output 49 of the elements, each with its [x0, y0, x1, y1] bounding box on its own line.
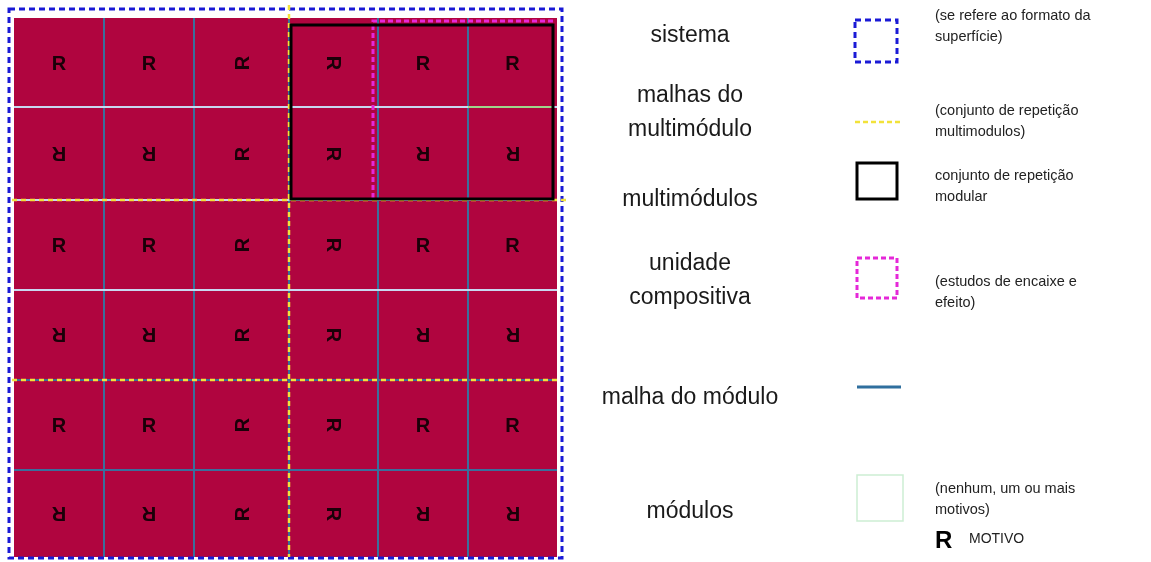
motif-letter: R [141, 51, 157, 74]
motif-letter: R [51, 234, 67, 256]
motif-letter: R [230, 54, 253, 71]
legend-text: módulos [645, 496, 735, 525]
legend-text: malhas do multimódulo [627, 80, 753, 143]
motif-letter: R [415, 142, 431, 165]
motif-letter: R [51, 142, 67, 165]
legend-text: malha do módulo [600, 382, 780, 411]
motif-letter: R [935, 526, 953, 554]
motif-letter: R [504, 502, 521, 525]
motif-letter: R [415, 502, 431, 525]
motif-letter: R [230, 237, 253, 253]
legend-text: sistema [649, 20, 731, 49]
motif-letter: R [141, 142, 157, 165]
motif-letter: R [230, 145, 253, 162]
motif-letter: R [141, 234, 157, 256]
motif-letter: R [504, 142, 521, 165]
description-text: (conjunto de repetição multimodulos) [935, 101, 1080, 141]
description-text: (estudos de encaixe e efeito) [935, 272, 1078, 312]
motif-caption: MOTIVO [969, 530, 1025, 546]
motif-letter: R [504, 51, 521, 74]
motif-letter: R [322, 237, 345, 253]
motif-letter: R [51, 324, 67, 346]
motif-letter: R [51, 51, 67, 74]
motif-letter: R [141, 502, 157, 525]
motif-letter: R [230, 505, 253, 522]
motif-letter: R [415, 414, 431, 436]
motif-letter: R [141, 414, 157, 436]
description-text: (se refere ao formato da superfície) [935, 6, 1092, 46]
legend-text: unidade compositiva [628, 248, 752, 311]
motif-letter: R [322, 417, 345, 433]
motif-letter: R [51, 502, 67, 525]
motif-letter: R [415, 234, 431, 256]
motif-letter: R [504, 414, 521, 436]
motif-letter: R [415, 51, 431, 74]
motif-letter: R [322, 505, 345, 522]
description-text: (nenhum, um ou mais motivos) [935, 479, 1077, 519]
motif-letter: R [415, 324, 431, 346]
motif-letter: R [322, 145, 345, 162]
motif-letter: R [230, 417, 253, 433]
motif-letter: R [504, 324, 521, 346]
motif-letter: R [322, 327, 345, 343]
description-text: conjunto de repetição modular [935, 166, 1075, 206]
motif-letter: R [141, 324, 157, 346]
motif-letter: R [322, 54, 345, 71]
legend-text: multimódulos [621, 184, 759, 213]
motif-letter: R [504, 234, 521, 256]
motif-letter: R [230, 327, 253, 343]
motif-letter: R [51, 414, 67, 436]
